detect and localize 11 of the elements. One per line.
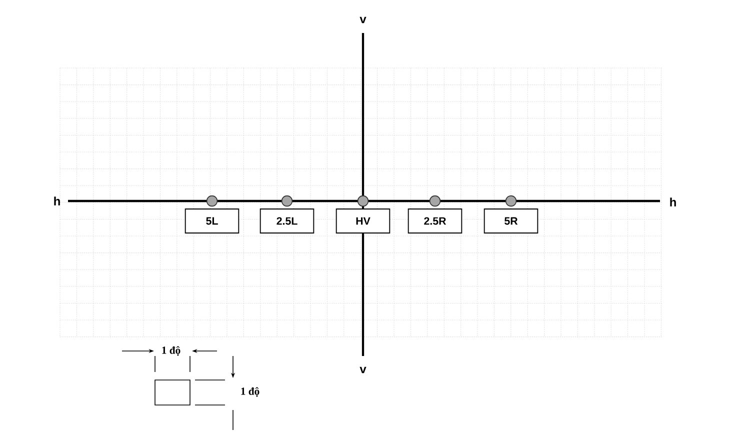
axis-label: v	[360, 16, 366, 24]
label-box: 2.5L	[260, 208, 314, 234]
axis-label: h	[54, 196, 60, 206]
label-box: 5L	[184, 208, 240, 234]
dimension-label: 1 độ	[241, 387, 260, 397]
axis-label: v	[360, 366, 366, 374]
dimension-label: 1 độ	[162, 346, 180, 356]
label-box: HV	[336, 208, 390, 234]
label-box: 5R	[484, 208, 538, 234]
axis-label: h	[670, 198, 676, 206]
label-box: 2.5R	[408, 208, 462, 234]
